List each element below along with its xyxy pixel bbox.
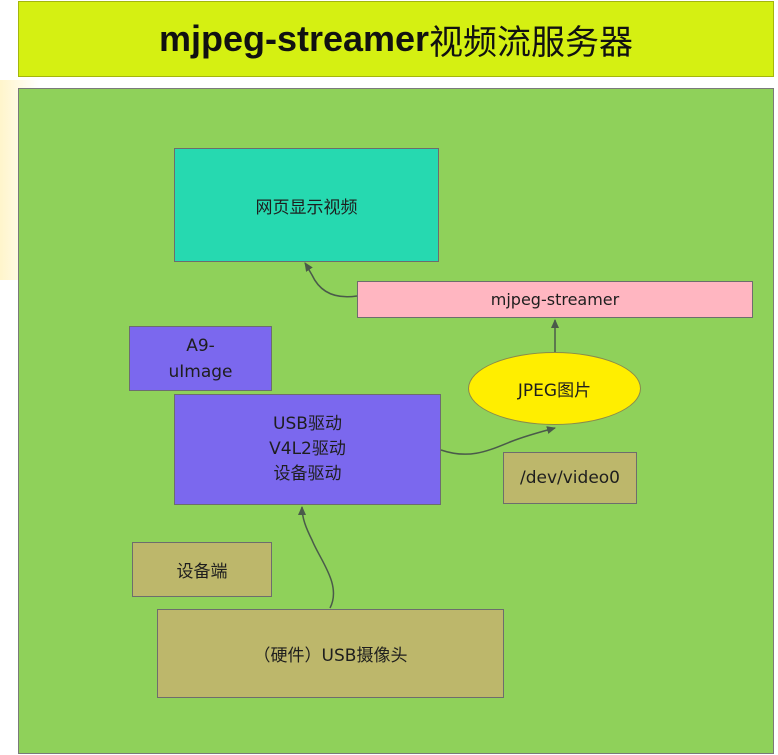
device-end-node: 设备端	[132, 542, 272, 597]
dev-video-label: /dev/video0	[519, 468, 621, 488]
a9-label-line2: uImage	[168, 361, 233, 382]
usb-driver-label: USB驱动	[273, 414, 342, 434]
mjpeg-streamer-node: mjpeg-streamer	[357, 281, 753, 318]
dev-video-node: /dev/video0	[503, 452, 637, 504]
jpeg-image-label: JPEG图片	[517, 381, 592, 401]
a9-label-line1: A9-	[186, 335, 215, 356]
drivers-node: USB驱动 V4L2驱动 设备驱动	[174, 394, 441, 505]
usb-camera-node: （硬件）USB摄像头	[157, 609, 504, 698]
v4l2-driver-label: V4L2驱动	[269, 439, 346, 459]
web-display-node: 网页显示视频	[174, 148, 439, 262]
a9-uimage-node: A9- uImage	[129, 326, 272, 391]
device-driver-label: 设备驱动	[273, 464, 342, 484]
mjpeg-streamer-label: mjpeg-streamer	[490, 290, 620, 309]
device-end-label: 设备端	[176, 562, 228, 582]
title-chinese: 视频流服务器	[429, 22, 634, 63]
title-english: mjpeg-streamer	[158, 18, 430, 59]
jpeg-image-node: JPEG图片	[468, 352, 641, 425]
usb-camera-label: （硬件）USB摄像头	[253, 646, 408, 666]
web-display-label: 网页显示视频	[255, 197, 358, 218]
